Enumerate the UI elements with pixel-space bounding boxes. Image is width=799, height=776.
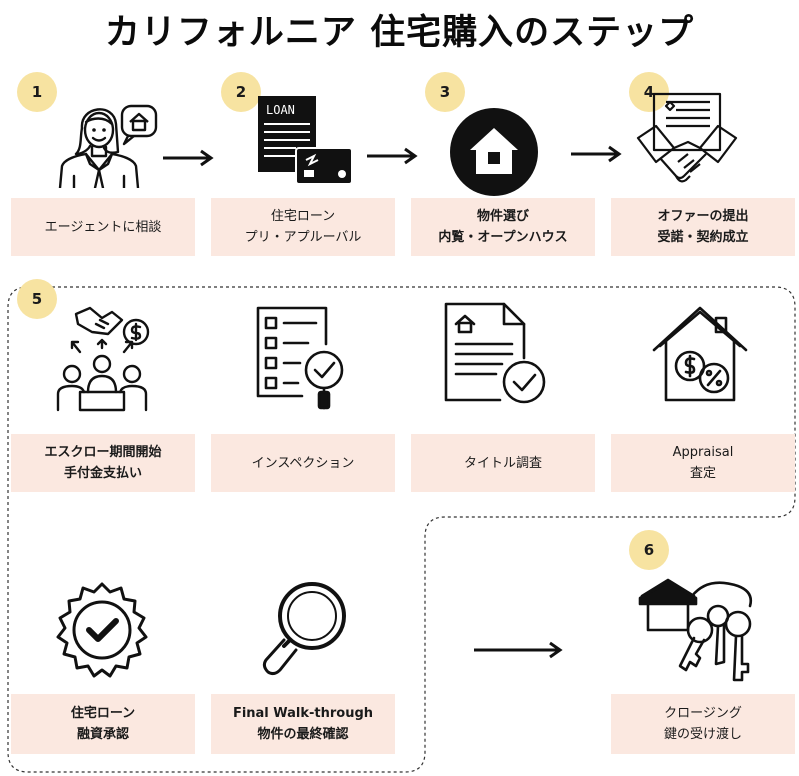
step-label-inspection: インスペクション: [211, 434, 395, 492]
step-label-line: 住宅ローン: [70, 706, 136, 721]
step-label-line: 受諾・契約成立: [657, 230, 749, 245]
step-label-line: プリ・アプルーバル: [244, 230, 362, 245]
step-label-agent: エージェントに相談: [11, 198, 195, 256]
arrow-right-icon: [474, 641, 563, 659]
step-label-line: 鍵の受け渡し: [663, 727, 742, 742]
step-label-line: エージェントに相談: [44, 219, 162, 235]
step-label-line: 融資承認: [76, 727, 129, 742]
step-number-3: 3: [425, 72, 465, 112]
step-number-2: 2: [221, 72, 261, 112]
step-label-offer: オファーの提出 受諾・契約成立: [611, 198, 795, 256]
step-label-line: 手付金支払い: [63, 466, 142, 481]
step-label-line: Appraisal: [672, 445, 734, 460]
step-label-line: オファーの提出: [657, 209, 749, 224]
step-label-line: インスペクション: [251, 455, 355, 471]
page-title: カリフォルニア 住宅購入のステップ: [104, 13, 695, 53]
step-number-4: 4: [629, 72, 669, 112]
checklist-magnifier-icon: [256, 306, 344, 410]
step-label-appraisal: Appraisal 査定: [611, 434, 795, 492]
step-label-line: 物件の最終確認: [257, 727, 349, 742]
step-number-6: 6: [629, 530, 669, 570]
step-label-line: エスクロー期間開始: [44, 445, 162, 460]
house-icon: [450, 108, 538, 196]
arrow-right-icon: [163, 149, 214, 167]
step-label-property: 物件選び 内覧・オープンハウス: [411, 198, 595, 256]
arrow-right-icon: [571, 145, 622, 163]
step-number-5: 5: [17, 279, 57, 319]
step-label-walkthrough: Final Walk-through 物件の最終確認: [211, 694, 395, 754]
step-label-line: 住宅ローン: [270, 209, 336, 224]
step-label-escrow: エスクロー期間開始 手付金支払い: [11, 434, 195, 492]
step-number-1: 1: [17, 72, 57, 112]
step-label-line: クロージング: [664, 706, 742, 721]
step-label-closing: クロージング 鍵の受け渡し: [611, 694, 795, 754]
step-label-line: タイトル調査: [463, 455, 542, 471]
step-label-line: 内覧・オープンハウス: [438, 230, 568, 245]
step-label-preapproval: 住宅ローン プリ・アプルーバル: [211, 198, 395, 256]
agent-icon: [58, 104, 158, 188]
contract-handshake-icon: [636, 92, 738, 183]
magnifier-icon: [262, 582, 346, 676]
step-label-line: 物件選び: [476, 209, 529, 224]
step-label-line: Final Walk-through: [232, 706, 374, 721]
title-document-check-icon: [444, 302, 546, 404]
escrow-meeting-icon: [56, 306, 150, 412]
step-label-line: 査定: [689, 466, 716, 481]
loan-document-text: LOAN: [266, 103, 295, 117]
approval-badge-icon: [56, 582, 148, 678]
step-label-title-search: タイトル調査: [411, 434, 595, 492]
loan-document-icon: LOAN: [258, 96, 353, 185]
arrow-right-icon: [367, 147, 418, 165]
house-percent-icon: [652, 306, 748, 402]
step-label-loan-approval: 住宅ローン 融資承認: [11, 694, 195, 754]
house-keys-icon: [638, 578, 753, 682]
